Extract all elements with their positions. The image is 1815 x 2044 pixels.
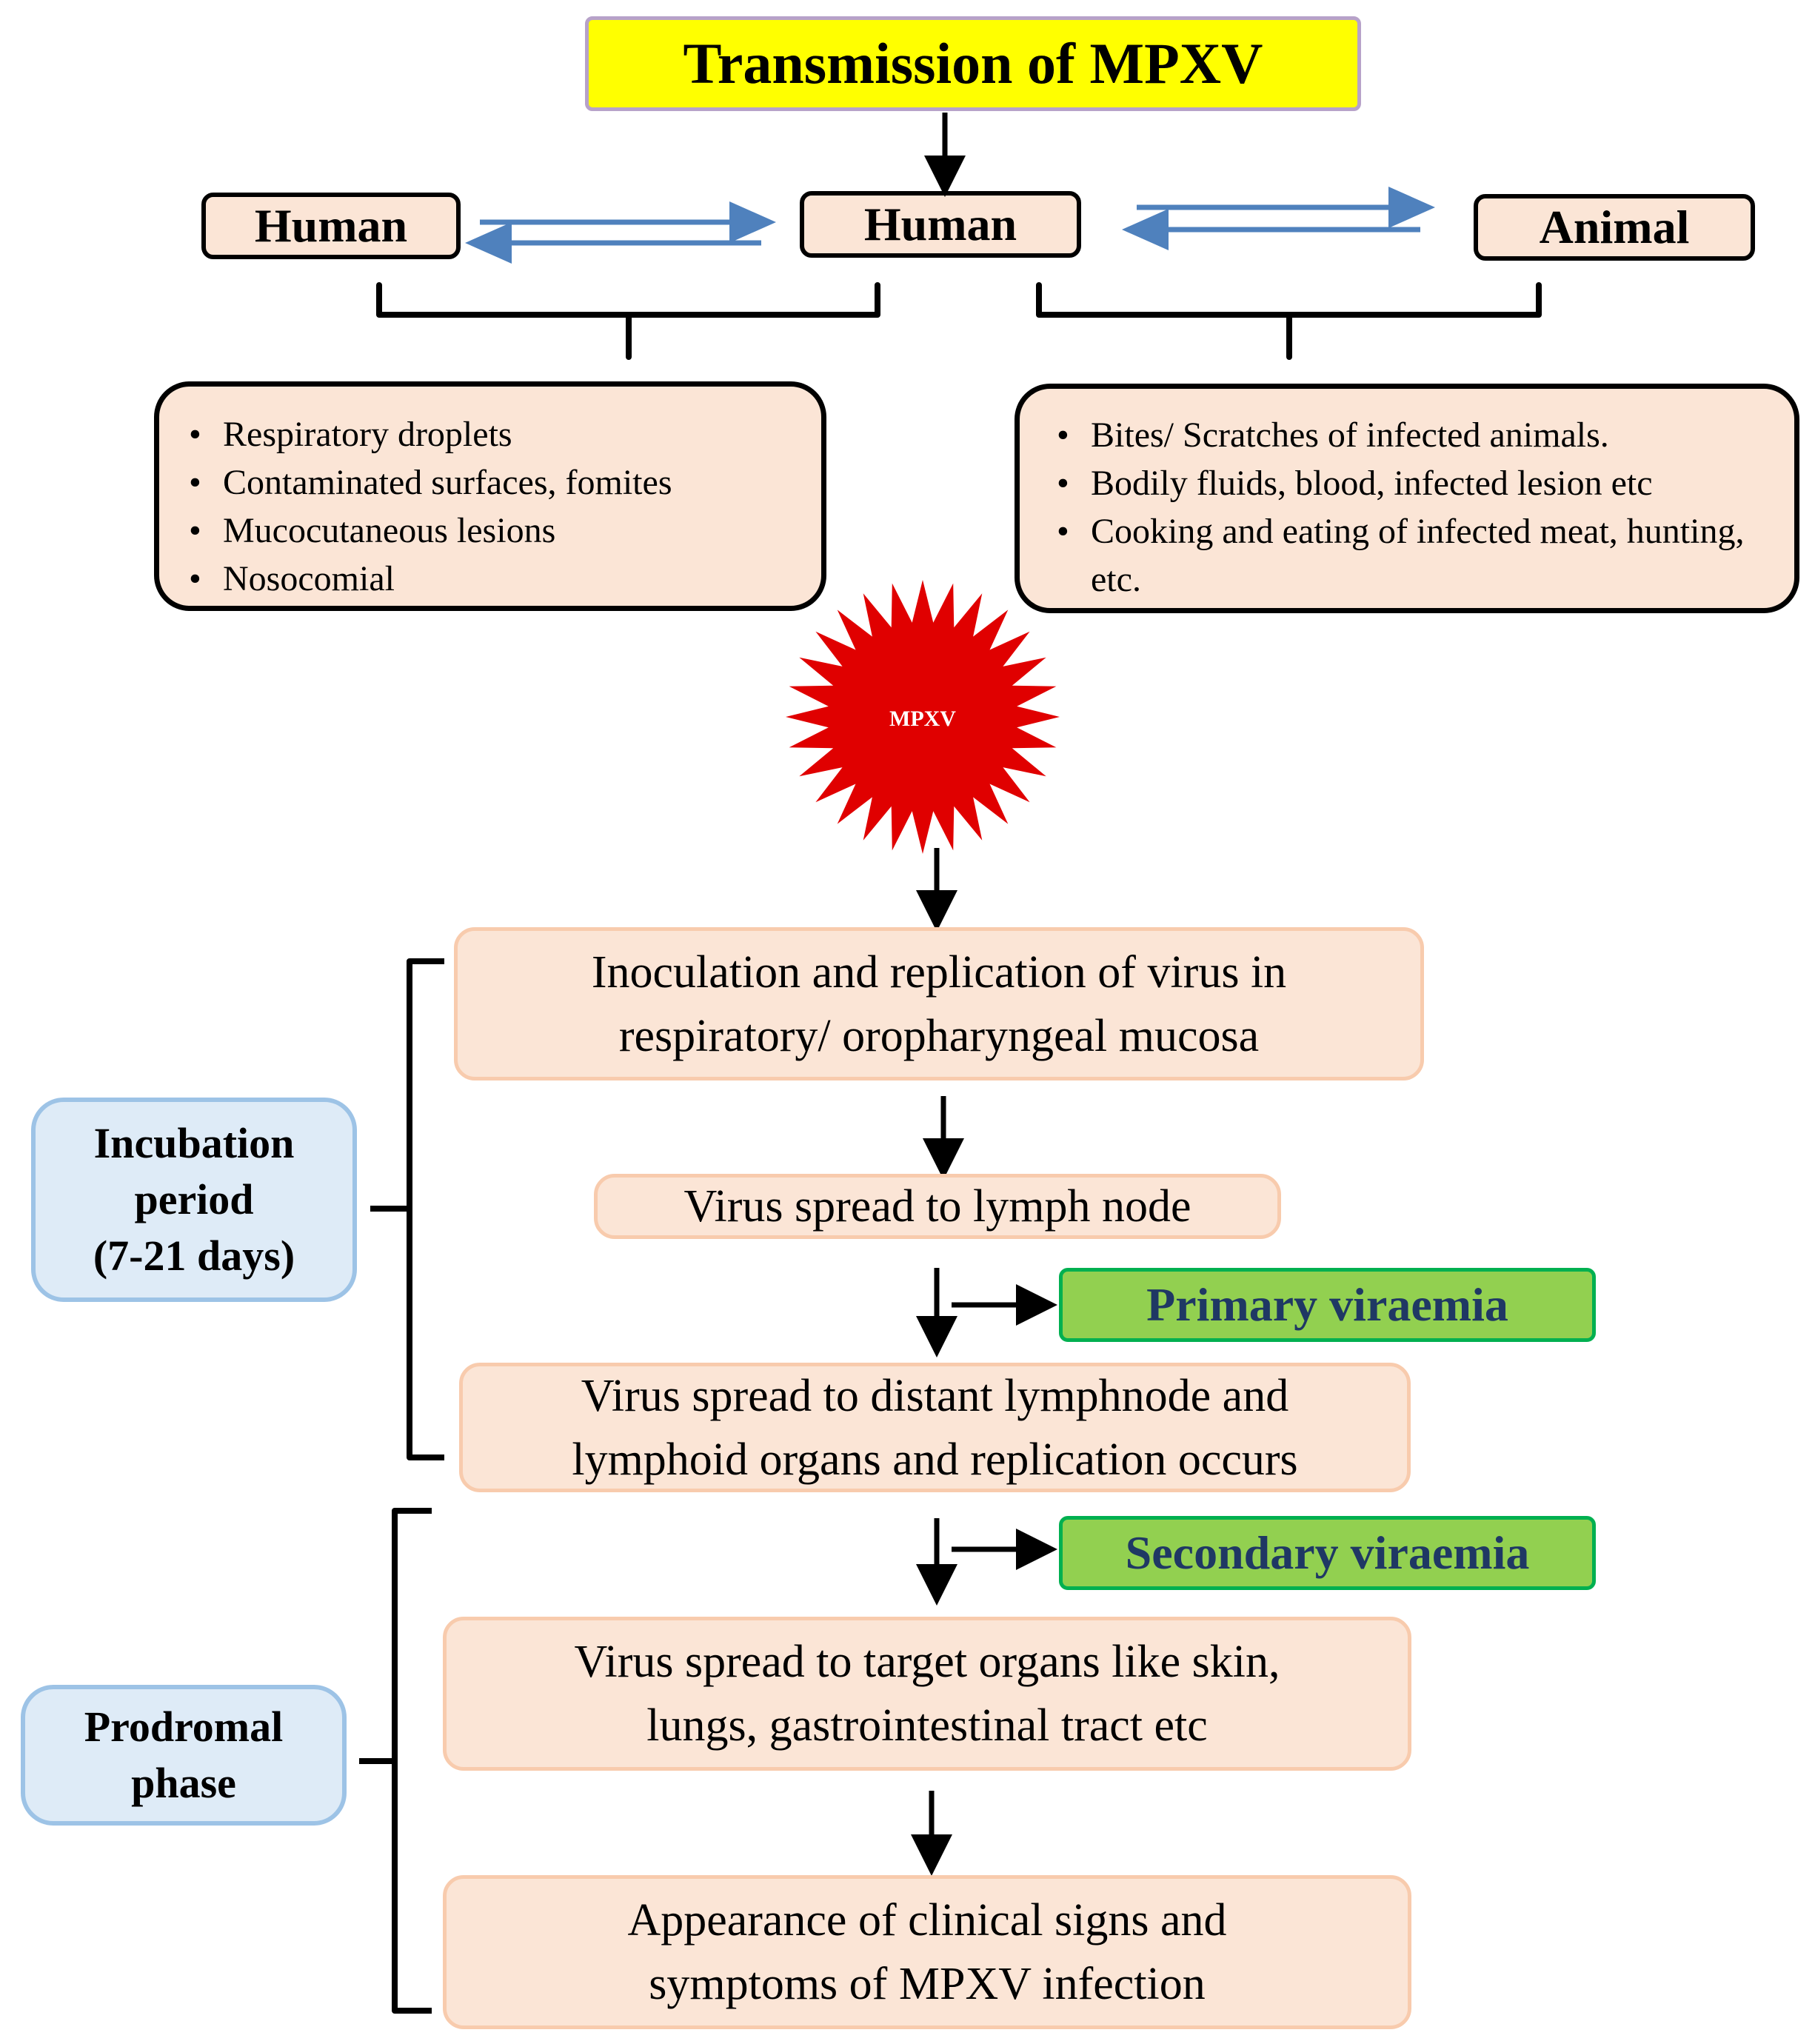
host-human-left: Human bbox=[201, 193, 461, 259]
flow-text-line: symptoms of MPXV infection bbox=[649, 1959, 1206, 2009]
human-mode-item: Nosocomial bbox=[189, 555, 806, 603]
phase-text-line: (7-21 days) bbox=[93, 1232, 295, 1280]
target-organs-step: Virus spread to target organs like skin,… bbox=[443, 1617, 1411, 1771]
prodromal-brace bbox=[359, 1508, 432, 2014]
primary-viraemia-box: Primary viraemia bbox=[1059, 1268, 1596, 1342]
phase-text-line: Incubation bbox=[93, 1119, 295, 1167]
host-human-center: Human bbox=[800, 191, 1081, 258]
incubation-brace bbox=[370, 958, 444, 1460]
animal-brace bbox=[1036, 282, 1542, 360]
human-mode-item: Mucocutaneous lesions bbox=[189, 507, 806, 555]
virus-label: MPXV bbox=[889, 707, 956, 731]
flow-text-line: lymphoid organs and replication occurs bbox=[572, 1434, 1298, 1485]
lymph-node-step: Virus spread to lymph node bbox=[594, 1174, 1281, 1239]
animal-mode-item: Cooking and eating of infected meat, hun… bbox=[1057, 507, 1772, 604]
virus-star-icon: MPXV bbox=[786, 580, 1060, 854]
distant-spread-step: Virus spread to distant lymphnode and ly… bbox=[459, 1363, 1411, 1492]
flow-text-line: Virus spread to target organs like skin, bbox=[574, 1637, 1280, 1687]
flow-text-line: Appearance of clinical signs and bbox=[627, 1895, 1227, 1946]
phase-text-line: phase bbox=[131, 1759, 236, 1807]
animal-mode-item: Bites/ Scratches of infected animals. bbox=[1057, 411, 1772, 459]
secondary-viraemia-box: Secondary viraemia bbox=[1059, 1516, 1596, 1590]
animal-mode-item: Bodily fluids, blood, infected lesion et… bbox=[1057, 459, 1772, 507]
flow-text-line: Virus spread to lymph node bbox=[683, 1181, 1191, 1232]
flow-text-line: Inoculation and replication of virus in bbox=[591, 946, 1287, 998]
phase-text-line: Prodromal bbox=[84, 1703, 284, 1751]
clinical-signs-step: Appearance of clinical signs and symptom… bbox=[443, 1875, 1411, 2029]
host-animal: Animal bbox=[1474, 194, 1755, 261]
diagram-title: Transmission of MPXV bbox=[585, 16, 1361, 111]
animal-transmission-modes: Bites/ Scratches of infected animals. Bo… bbox=[1015, 384, 1799, 613]
flow-text-line: lungs, gastrointestinal tract etc bbox=[646, 1700, 1208, 1751]
prodromal-phase-box: Prodromal phase bbox=[21, 1685, 347, 1826]
incubation-period-box: Incubation period (7-21 days) bbox=[31, 1098, 357, 1302]
human-mode-item: Contaminated surfaces, fomites bbox=[189, 458, 806, 507]
human-brace bbox=[376, 282, 880, 360]
human-mode-item: Respiratory droplets bbox=[189, 410, 806, 458]
flow-text-line: Virus spread to distant lymphnode and bbox=[581, 1370, 1289, 1421]
phase-text-line: period bbox=[134, 1175, 254, 1223]
inoculation-step: Inoculation and replication of virus in … bbox=[454, 927, 1424, 1081]
flow-text-line: respiratory/ oropharyngeal mucosa bbox=[618, 1010, 1260, 1061]
human-transmission-modes: Respiratory droplets Contaminated surfac… bbox=[154, 381, 826, 611]
